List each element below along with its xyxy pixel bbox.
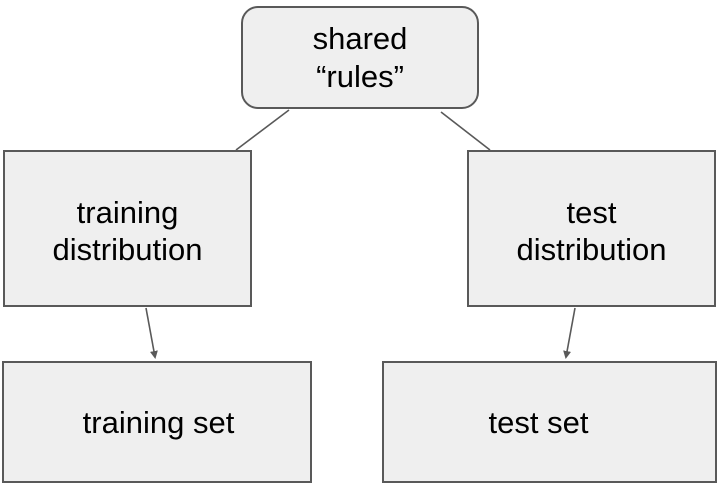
training-distribution-node: training distribution [3, 150, 252, 307]
arrow-training-distribution-to-training-set [145, 307, 158, 359]
shared-rules-label: shared “rules” [312, 20, 408, 94]
test-set-label: test set [488, 404, 589, 440]
test-distribution-label: test distribution [516, 194, 667, 267]
test-distribution-node: test distribution [467, 150, 716, 307]
training-set-node: training set [2, 361, 312, 483]
arrow-test-distribution-to-test-set [563, 307, 576, 359]
test-set-node: test set [382, 361, 717, 483]
edge-shared-to-test-distribution [440, 111, 491, 151]
training-distribution-label: training distribution [52, 194, 203, 267]
edge-shared-to-training-distribution [235, 109, 290, 151]
shared-rules-node: shared “rules” [241, 6, 479, 109]
training-set-label: training set [82, 404, 235, 440]
